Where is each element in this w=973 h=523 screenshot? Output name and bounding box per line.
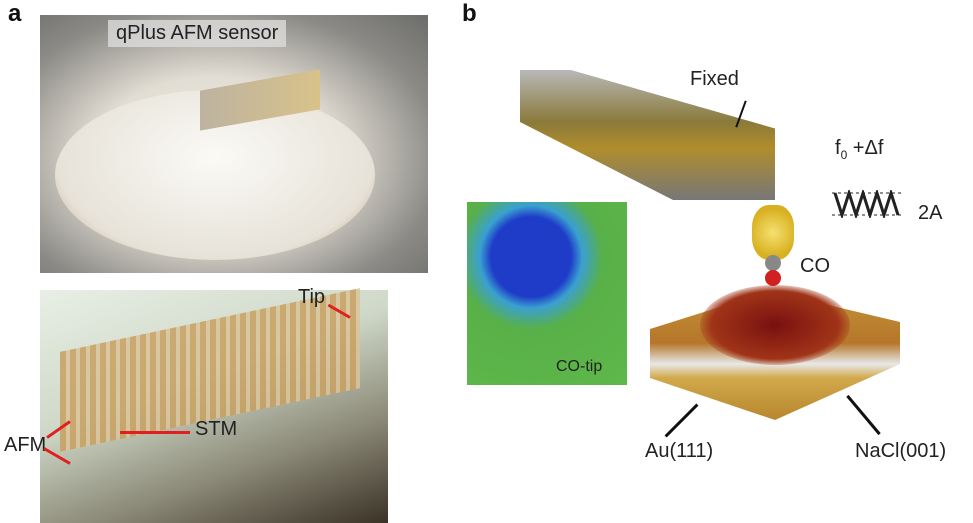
substrate-arrow [664, 403, 699, 438]
film-arrow [846, 394, 881, 436]
frequency-label: f0 +Δf [835, 137, 883, 162]
stm-label: STM [195, 418, 238, 440]
co-tip-simulation-inset [467, 202, 627, 385]
tip-label: Tip [298, 286, 326, 308]
panel-a-label: a [8, 0, 22, 27]
oxygen-atom [765, 270, 781, 286]
amplitude-label: 2A [918, 202, 943, 224]
afm-label: AFM [4, 434, 47, 456]
substrate-label: Au(111) [645, 440, 714, 462]
stm-arrow [120, 431, 190, 434]
molecule-topography [700, 285, 850, 365]
frequency-base: f [835, 137, 841, 159]
oscillation-icon [832, 190, 902, 218]
panel-b-label: b [462, 0, 477, 27]
frequency-shift: +Δf [847, 137, 884, 159]
tip-apex-atoms [752, 205, 794, 260]
inset-label: CO-tip [556, 358, 603, 375]
co-label: CO [800, 255, 830, 277]
frequency-subscript: 0 [840, 148, 848, 162]
fixed-label: Fixed [690, 68, 739, 90]
film-label: NaCl(001) [855, 440, 947, 462]
photo-caption: qPlus AFM sensor [108, 20, 287, 47]
carbon-atom [765, 255, 781, 271]
